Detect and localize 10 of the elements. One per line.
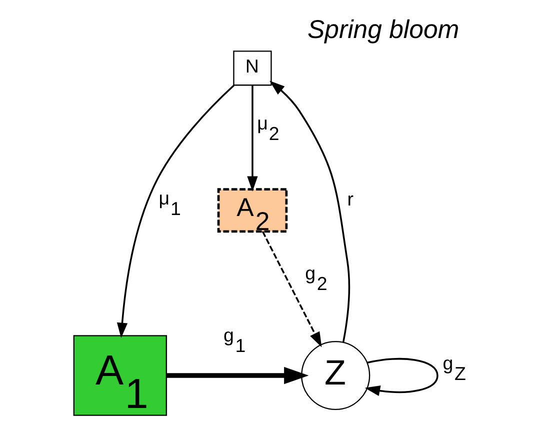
arrow [269,80,350,342]
arrow [261,230,322,347]
node-circle: Z [300,340,370,410]
arrow [166,366,308,384]
diagram-title: Spring bloom [307,15,459,44]
arrow [246,84,258,192]
arrow [116,84,234,338]
node-box: N [232,50,272,86]
edge-label: r [346,188,354,209]
arrow [364,357,438,396]
